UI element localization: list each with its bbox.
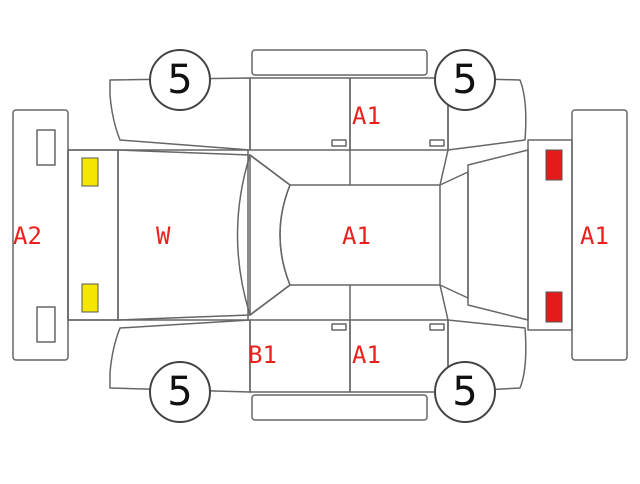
tire-rear-left-label: 5 bbox=[452, 57, 478, 103]
right-side-skirt bbox=[251, 394, 428, 421]
a-pillars bbox=[249, 154, 291, 316]
trunk-shape bbox=[467, 149, 529, 321]
left-side-skirt bbox=[251, 49, 428, 76]
windshield-label: W bbox=[156, 222, 171, 250]
front-bumper-label: A2 bbox=[13, 222, 42, 250]
rear-right-quarter bbox=[447, 319, 527, 393]
front-right-tire bbox=[149, 361, 211, 423]
roof-label: A1 bbox=[342, 222, 371, 250]
rear-left-door-label: A1 bbox=[352, 102, 381, 130]
front-right-fog-light bbox=[36, 306, 56, 343]
rear-left-handle bbox=[429, 139, 445, 147]
left-headlight bbox=[81, 157, 99, 187]
rear-window-shape bbox=[439, 171, 469, 299]
c-pillars bbox=[439, 149, 449, 321]
tire-front-right-label: 5 bbox=[167, 369, 193, 415]
front-right-fender bbox=[109, 319, 251, 393]
front-left-fender bbox=[109, 77, 251, 151]
hood-panel bbox=[117, 149, 249, 321]
front-right-handle bbox=[331, 323, 347, 331]
front-left-handle bbox=[331, 139, 347, 147]
right-headlight bbox=[81, 283, 99, 313]
front-left-tire bbox=[149, 49, 211, 111]
front-left-fog-light bbox=[36, 129, 56, 166]
rear-left-tire bbox=[434, 49, 496, 111]
tire-front-left-label: 5 bbox=[167, 57, 193, 103]
rear-right-door-label: A1 bbox=[352, 341, 381, 369]
rear-right-tire bbox=[434, 361, 496, 423]
front-right-door-label: B1 bbox=[248, 341, 277, 369]
left-taillight bbox=[545, 149, 563, 181]
rear-lamp-area bbox=[527, 139, 573, 331]
front-left-door-shape bbox=[249, 77, 351, 151]
right-taillight bbox=[545, 291, 563, 323]
rear-bumper-label: A1 bbox=[580, 222, 609, 250]
roof-shape bbox=[279, 184, 441, 286]
front-lamp-area bbox=[67, 149, 119, 321]
rear-right-handle bbox=[429, 323, 445, 331]
tire-rear-right-label: 5 bbox=[452, 369, 478, 415]
rear-left-quarter bbox=[447, 77, 527, 151]
